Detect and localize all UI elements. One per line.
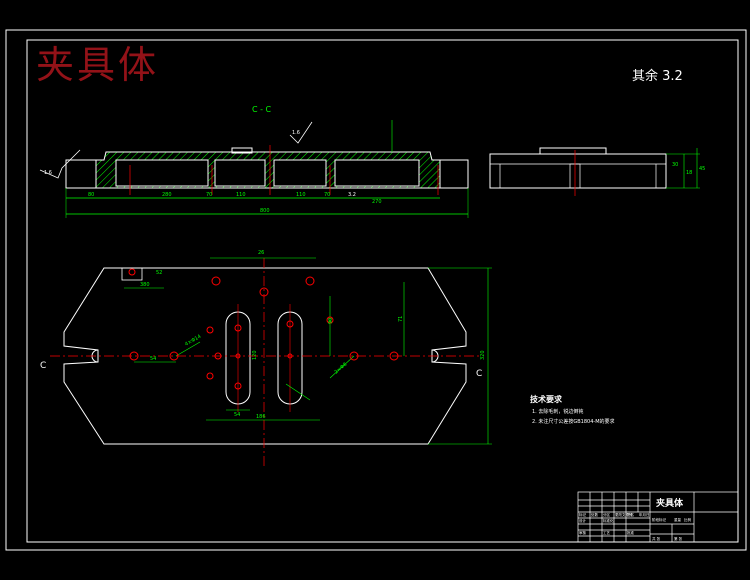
plan-view	[50, 257, 492, 468]
dim-top-7: 800	[260, 208, 270, 214]
title-block-cell-9: 重量	[674, 517, 682, 522]
title-block	[577, 491, 739, 543]
dim-plan-11: 52	[156, 270, 162, 276]
title-block-cell-5: 年月日	[639, 512, 650, 517]
title-block-cell-8: 阶段标记	[652, 517, 666, 522]
dim-side-1: 18	[686, 170, 692, 176]
dim-plan-6: 120	[252, 350, 258, 360]
dim-plan-1: 90	[328, 318, 334, 324]
title-block-part-name: 夹具体	[656, 497, 684, 509]
roughness-note: 其余 3.2	[632, 68, 683, 84]
dim-plan-3: 54	[150, 356, 156, 362]
dim-top-3: 110	[236, 192, 246, 198]
title-block-cell-1: 处数	[591, 512, 599, 517]
section-marker-left: C	[40, 361, 46, 371]
dim-plan-10: 2×Φ8	[333, 362, 348, 376]
dim-top-6: 270	[372, 199, 382, 205]
dim-top-1: 280	[162, 192, 172, 198]
title-block-cell-10: 比例	[684, 517, 692, 522]
plan-holes	[128, 268, 399, 390]
dim-plan-8: 380	[140, 282, 150, 288]
title-block-cell-6: 设计	[579, 518, 587, 523]
tech-title: 技术要求	[530, 394, 563, 404]
roughness-2: 3.2	[348, 192, 356, 198]
title-block-cell-11: 审核	[579, 530, 587, 535]
dim-top-0: 80	[88, 192, 94, 198]
dim-top-2: 70	[206, 192, 212, 198]
inner-frame	[26, 39, 739, 543]
dim-top-4: 110	[296, 192, 306, 198]
title-block-cell-7: 标准化	[603, 518, 614, 523]
outer-frame	[5, 29, 747, 551]
tech-item-2: 2. 未注尺寸公差按GB1804-M的要求	[532, 418, 615, 425]
title-block-cell-0: 标记	[579, 512, 587, 517]
title-block-cell-12: 工艺	[603, 530, 611, 535]
section-marker-right: C	[476, 369, 482, 379]
dim-side-2: 45	[699, 166, 705, 172]
dim-plan-5: 186	[256, 414, 266, 420]
roughness-1: 1.6	[292, 130, 300, 136]
roughness-0: 1.6	[44, 170, 52, 176]
side-view	[489, 147, 700, 196]
dim-plan-2: 71	[398, 316, 404, 322]
title-block-cell-15: 第 张	[674, 536, 683, 541]
dim-top-5: 70	[324, 192, 330, 198]
title-block-cell-3: 更改文件号	[615, 512, 633, 517]
section-label: C - C	[252, 105, 272, 114]
watermark-title: 夹具体	[36, 43, 160, 87]
dim-plan-0: 26	[258, 250, 264, 256]
title-block-cell-4: 签名	[627, 512, 634, 517]
section-view	[39, 120, 469, 218]
title-block-cell-13: 批准	[627, 530, 635, 535]
dim-side-0: 30	[672, 162, 678, 168]
tech-item-1: 1. 去除毛刺，锐边倒钝	[532, 408, 583, 415]
title-block-cell-14: 共 张	[652, 536, 661, 541]
dim-plan-7: 320	[480, 350, 486, 360]
title-block-cell-2: 分区	[603, 512, 611, 517]
dim-plan-9: 4×Φ14	[184, 334, 202, 348]
dim-plan-4: 54	[234, 412, 240, 418]
